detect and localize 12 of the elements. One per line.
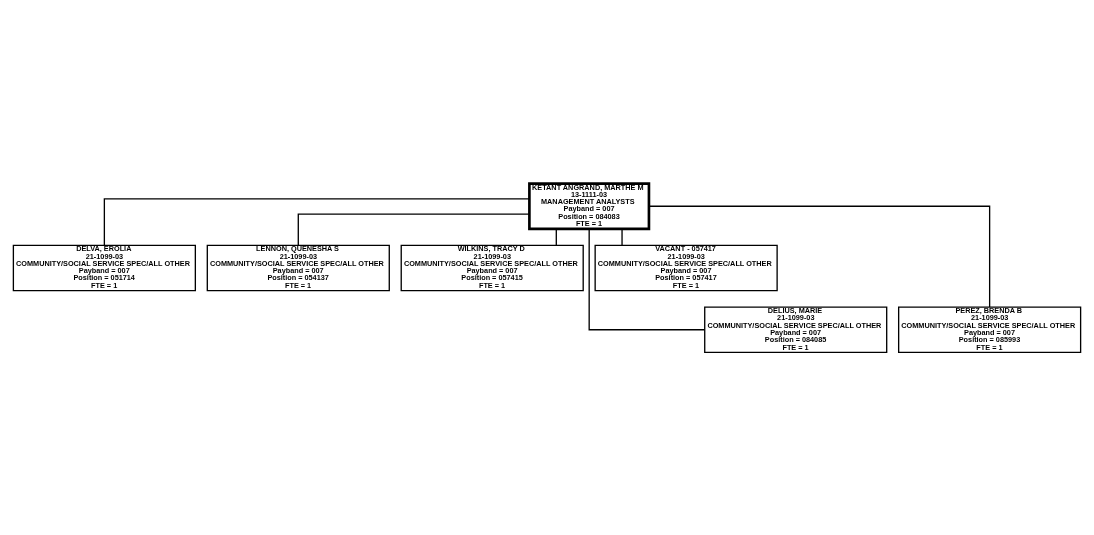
node-box: DELVA, EROLIA 21-1099-03 COMMUNITY/SOCIAL SERVICE SPEC/ALL OTHER Payband = 007 Position = 051714 FTE = 1 — [12, 244, 196, 291]
connector — [297, 213, 530, 246]
connector — [648, 205, 991, 308]
connector — [621, 227, 623, 246]
node-box: DELIUS, MARIE 21-1099-03 COMMUNITY/SOCIAL SERVICE SPEC/ALL OTHER Payband = 007 Position = 084085 FTE = 1 — [704, 306, 888, 353]
node-box: WILKINS, TRACY D 21-1099-03 COMMUNITY/SOCIAL SERVICE SPEC/ALL OTHER Payband = 007 Position = 057415 FTE = 1 — [400, 244, 584, 291]
node-box: KETANT ANGRAND, MARTHE M 13-1111-03 MANAGEMENT ANALYSTS Payband = 007 Position = 084083 FTE = 1 — [528, 181, 651, 230]
node-box: LENNON, QUENESHA S 21-1099-03 COMMUNITY/SOCIAL SERVICE SPEC/ALL OTHER Payband = 007 Position = 054137 FTE = 1 — [206, 244, 390, 291]
connector — [588, 227, 706, 330]
node-box: PEREZ, BRENDA B 21-1099-03 COMMUNITY/SOCIAL SERVICE SPEC/ALL OTHER Payband = 007 Position = 085993 FTE = 1 — [898, 306, 1082, 353]
node-box: VACANT - 057417 21-1099-03 COMMUNITY/SOCIAL SERVICE SPEC/ALL OTHER Payband = 007 Position = 057417 FTE = 1 — [594, 244, 778, 291]
connector — [103, 197, 530, 246]
